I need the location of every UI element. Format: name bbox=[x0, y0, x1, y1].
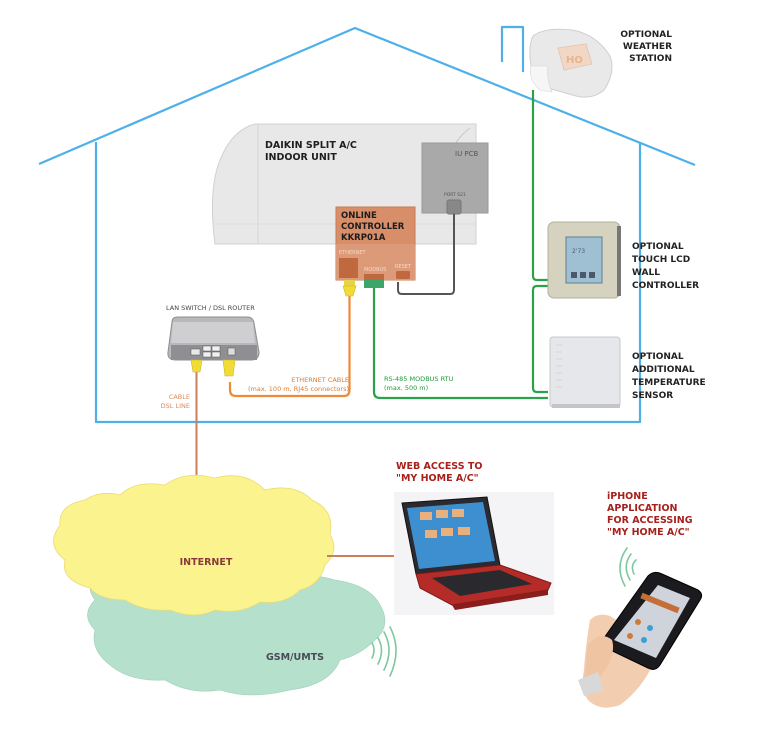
ethernet-cable-label-2: (max. 100 m, RJ45 connectors) bbox=[248, 385, 349, 393]
ethernet-cable bbox=[228, 296, 351, 398]
iphone-label-2: APPLICATION bbox=[607, 503, 678, 514]
iphone-in-hand bbox=[578, 571, 703, 708]
indoor-unit-title-1: DAIKIN SPLIT A/C bbox=[265, 140, 357, 151]
gsm-signal-icon bbox=[371, 626, 397, 677]
wall-controller: 2'73 bbox=[547, 221, 621, 299]
modbus-cable-label-2: (max. 500 m) bbox=[384, 384, 428, 392]
modbus-terminal bbox=[364, 274, 384, 280]
optional-device-bus bbox=[531, 90, 548, 394]
ethernet-port bbox=[339, 258, 358, 278]
temp-sensor-label-1: OPTIONAL bbox=[632, 352, 684, 362]
dsl-cable-label-2: DSL LINE bbox=[161, 402, 190, 410]
ethernet-cable-label-1: ETHERNET CABLE bbox=[291, 376, 349, 384]
reset-label: RESET bbox=[395, 264, 412, 270]
internet-label: INTERNET bbox=[180, 557, 233, 568]
svg-text:HO: HO bbox=[566, 55, 583, 66]
iu-pcb: IU PCB PORT S21 bbox=[421, 142, 489, 215]
house-walls bbox=[94, 142, 642, 424]
modbus-port-label: MODBUS bbox=[364, 267, 386, 273]
weather-label-1: OPTIONAL bbox=[620, 30, 672, 40]
weather-label-2: WEATHER bbox=[623, 42, 672, 52]
internet-cloud bbox=[53, 474, 335, 616]
temperature-sensor bbox=[549, 336, 621, 408]
rj45-plug-router-lan bbox=[222, 359, 236, 377]
svg-text:2'73: 2'73 bbox=[572, 248, 585, 255]
gsm-label: GSM/UMTS bbox=[266, 652, 324, 663]
s21-cable bbox=[397, 214, 455, 295]
modbus-connector bbox=[364, 280, 384, 288]
pcb-label: IU PCB bbox=[455, 150, 479, 158]
wall-controller-label-3: WALL bbox=[632, 268, 660, 278]
house-outline bbox=[38, 25, 696, 424]
weather-station: HO bbox=[529, 28, 613, 98]
controller-model: KKRP01A bbox=[341, 233, 386, 243]
port-s21-connector bbox=[446, 199, 462, 215]
web-access-label-2: "MY HOME A/C" bbox=[396, 473, 479, 484]
wall-controller-label-4: CONTROLLER bbox=[632, 281, 699, 291]
rj45-plug-router-wan bbox=[190, 359, 203, 373]
modbus-cable bbox=[372, 288, 548, 400]
temp-sensor-label-2: ADDITIONAL bbox=[632, 365, 695, 375]
weather-label-3: STATION bbox=[629, 54, 672, 64]
chimney bbox=[500, 25, 525, 72]
iphone-signal-icon bbox=[619, 547, 637, 587]
temp-sensor-label-3: TEMPERATURE bbox=[632, 378, 706, 388]
indoor-unit-title-2: INDOOR UNIT bbox=[265, 152, 337, 163]
roof-line bbox=[38, 26, 696, 167]
weather-station-label: OPTIONAL WEATHER STATION bbox=[620, 30, 672, 64]
ethernet-port-label: ETHERNET bbox=[339, 250, 367, 256]
wall-controller-label-1: OPTIONAL bbox=[632, 242, 684, 252]
web-access-label-1: WEB ACCESS TO bbox=[396, 461, 482, 472]
online-controller: ONLINE CONTROLLER KKRP01A ETHERNET MODBU… bbox=[335, 206, 416, 288]
controller-name-1: ONLINE bbox=[341, 211, 377, 221]
modbus-cable-label-1: RS-485 MODBUS RTU bbox=[384, 375, 454, 383]
dsl-cable-label-1: CABLE bbox=[169, 393, 190, 401]
iphone-label-4: "MY HOME A/C" bbox=[607, 527, 690, 538]
router-label: LAN SWITCH / DSL ROUTER bbox=[166, 304, 255, 312]
laptop bbox=[394, 492, 554, 615]
rj45-plug-controller bbox=[342, 280, 357, 297]
wall-controller-label-2: TOUCH LCD bbox=[632, 255, 690, 265]
temp-sensor-label-4: SENSOR bbox=[632, 391, 673, 401]
lan-switch-router bbox=[167, 316, 260, 361]
iphone-label-3: FOR ACCESSING bbox=[607, 515, 693, 526]
controller-name-2: CONTROLLER bbox=[341, 222, 405, 232]
wall-controller-label: OPTIONAL TOUCH LCD WALL CONTROLLER bbox=[632, 242, 699, 291]
temperature-sensor-label: OPTIONAL ADDITIONAL TEMPERATURE SENSOR bbox=[632, 352, 706, 401]
port-label: PORT S21 bbox=[444, 192, 466, 198]
iphone-label-1: iPHONE bbox=[607, 491, 648, 502]
reset-button bbox=[396, 271, 410, 279]
